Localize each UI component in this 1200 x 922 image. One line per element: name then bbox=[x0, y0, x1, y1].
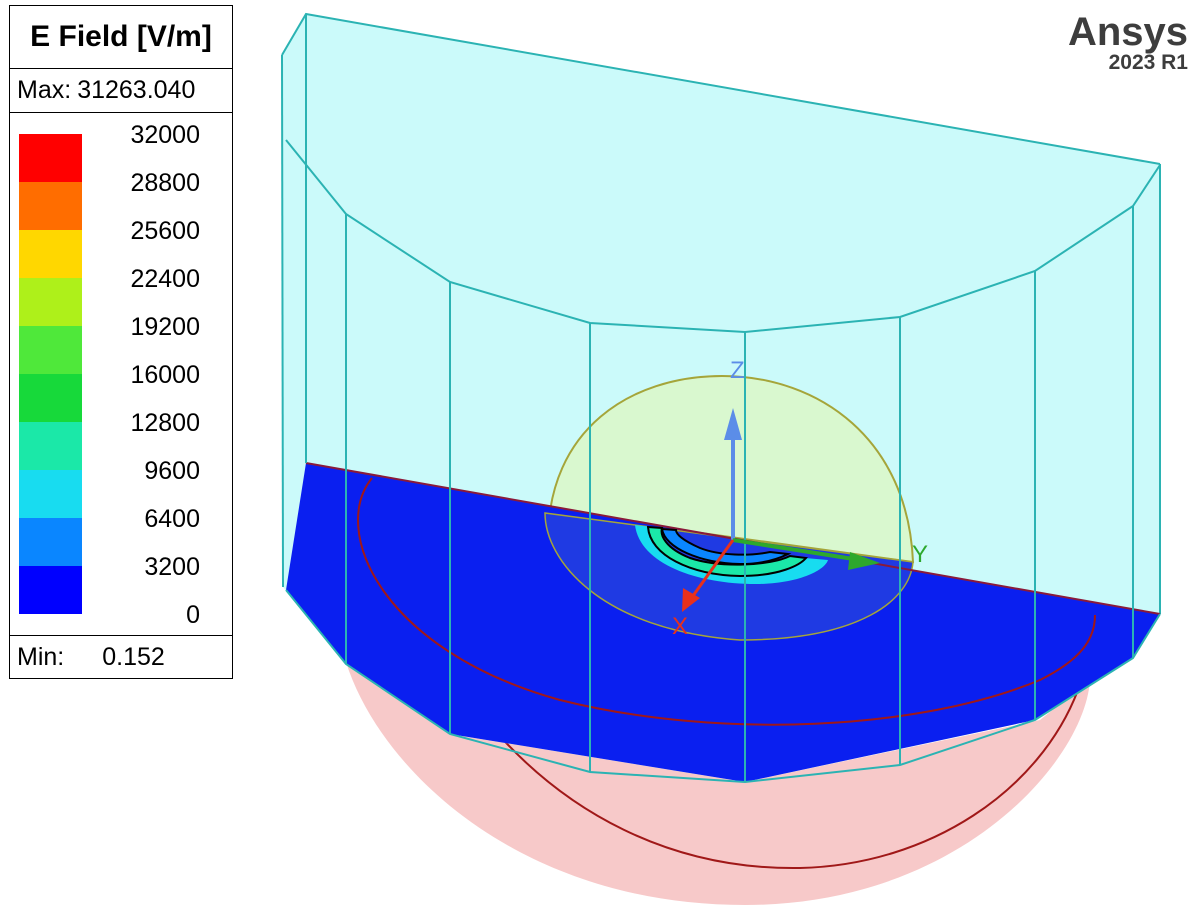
x-axis-label: X bbox=[672, 613, 688, 640]
legend-max-row: Max: 31263.040 bbox=[10, 69, 232, 113]
legend-swatch bbox=[19, 326, 82, 374]
air-box-bottom-outline bbox=[285, 589, 1161, 784]
legend-max-value: 31263.040 bbox=[77, 76, 196, 104]
air-box-left-edge bbox=[281, 54, 284, 588]
brand-version: 2023 R1 bbox=[1108, 51, 1188, 74]
y-axis-label: Y bbox=[912, 541, 928, 568]
legend-swatch bbox=[19, 278, 82, 326]
legend-tick-label: 12800 bbox=[130, 409, 200, 437]
field-contour-core bbox=[660, 527, 792, 566]
legend-swatch bbox=[19, 134, 82, 182]
legend-tick-label: 3200 bbox=[144, 553, 200, 581]
brand-name: Ansys bbox=[1067, 10, 1188, 54]
x-axis-line bbox=[688, 539, 735, 601]
legend-min-label: Min: bbox=[17, 643, 65, 671]
legend-swatch bbox=[19, 422, 82, 470]
legend-max-label: Max: bbox=[17, 76, 72, 104]
legend-swatch bbox=[19, 182, 82, 230]
legend-swatch bbox=[19, 230, 82, 278]
legend-tick-label: 6400 bbox=[144, 505, 200, 533]
legend-min-value: 0.152 bbox=[102, 643, 165, 671]
lower-sphere bbox=[346, 662, 1090, 905]
legend-tick-label: 28800 bbox=[130, 169, 200, 197]
legend-tick-label: 16000 bbox=[130, 361, 200, 389]
legend-tick-label: 32000 bbox=[130, 121, 200, 149]
legend-title: E Field [V/m] bbox=[10, 6, 232, 69]
legend-tick-label: 22400 bbox=[130, 265, 200, 293]
coordinate-triad: Z Y X bbox=[672, 357, 928, 640]
legend-swatch bbox=[19, 566, 82, 614]
legend-tick-label: 19200 bbox=[130, 313, 200, 341]
legend-tick-label: 9600 bbox=[144, 457, 200, 485]
brand-logo: Ansys 2023 R1 bbox=[1068, 12, 1188, 74]
legend-tick-label: 0 bbox=[186, 601, 200, 629]
legend-swatch bbox=[19, 374, 82, 422]
legend-min-row: Min: 0.152 bbox=[10, 635, 232, 679]
legend-swatch bbox=[19, 470, 82, 518]
legend-swatch bbox=[19, 518, 82, 566]
y-axis-arrowhead bbox=[848, 552, 880, 570]
y-axis-line bbox=[732, 538, 861, 562]
lower-sphere-rim bbox=[469, 689, 1079, 870]
air-box-vertical-edges bbox=[305, 14, 1134, 782]
legend-tick-label: 25600 bbox=[130, 217, 200, 245]
x-axis-arrowhead bbox=[682, 588, 700, 612]
z-axis-label: Z bbox=[730, 357, 745, 384]
z-axis-arrowhead bbox=[724, 408, 742, 440]
upper-dome bbox=[547, 374, 915, 564]
field-contour-green bbox=[646, 525, 808, 578]
sphere-outline-on-plane bbox=[357, 477, 1096, 726]
